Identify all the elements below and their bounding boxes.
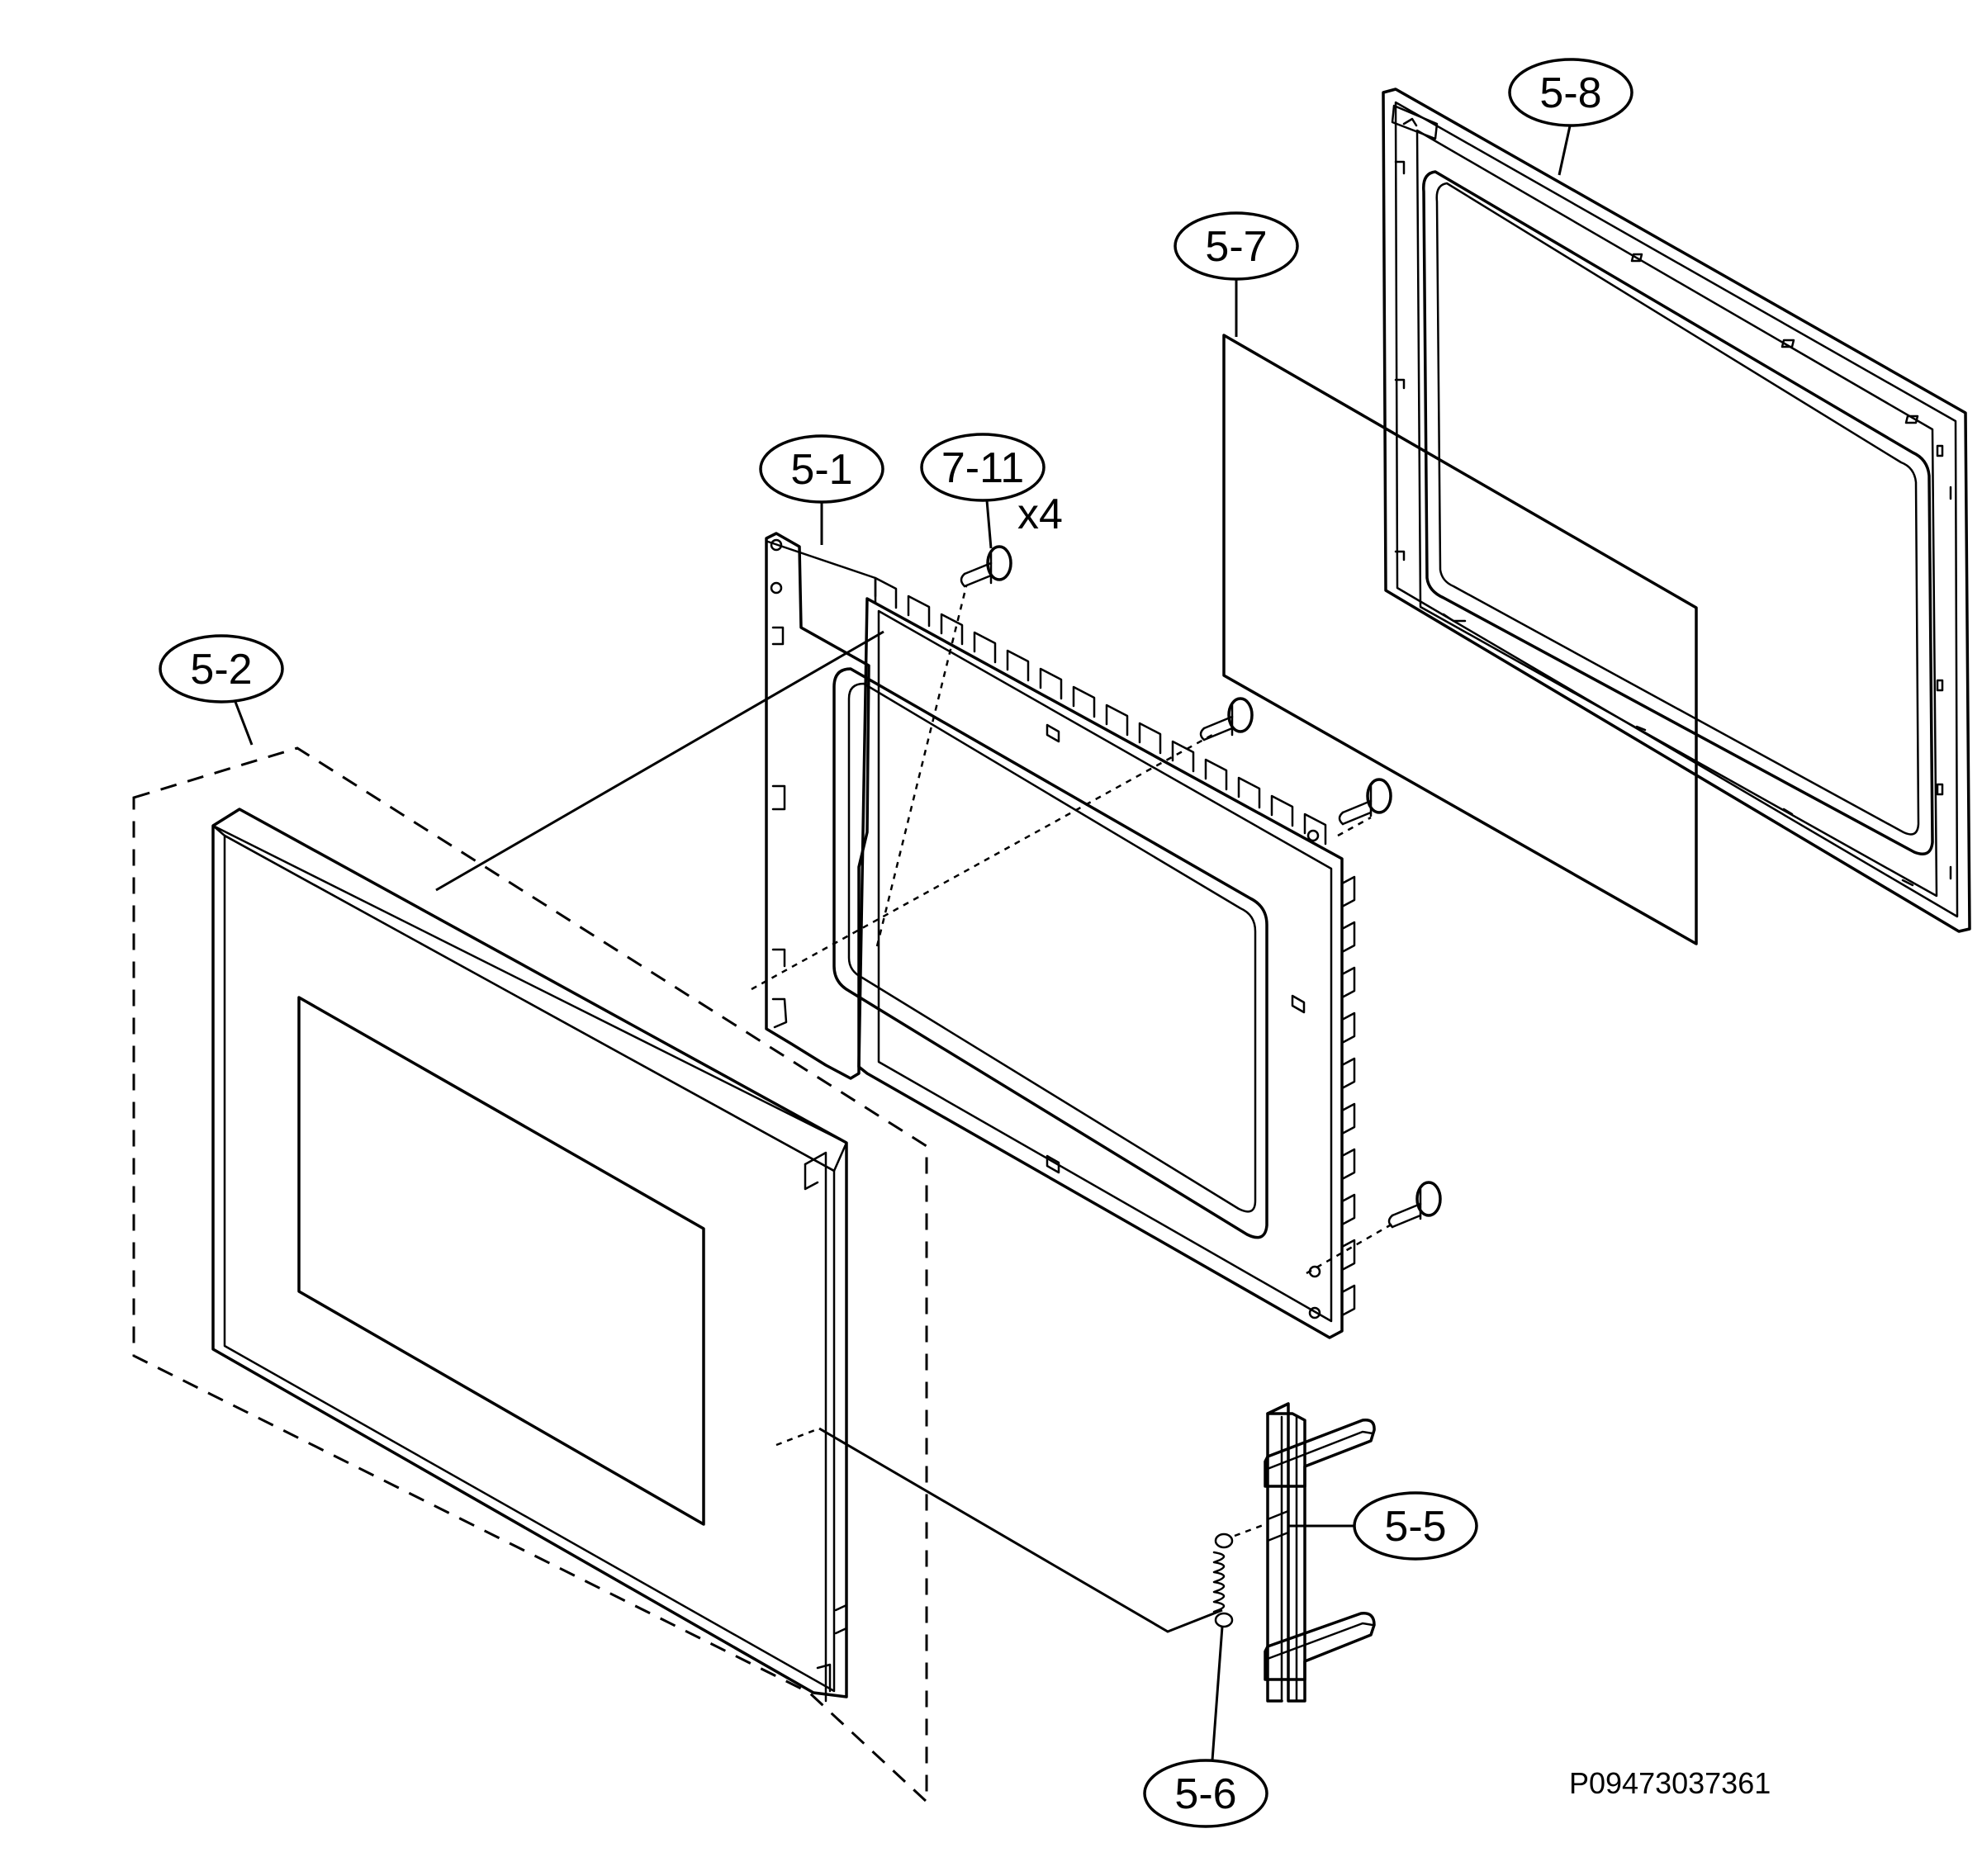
drawing-code: P09473037361 — [1569, 1766, 1771, 1800]
screw-711-a — [960, 545, 1012, 588]
screw-711-b — [1199, 697, 1254, 741]
callout-7-11-label: 7-11 — [941, 444, 1024, 492]
callout-5-5: 5-5 — [1288, 1491, 1478, 1561]
assembly-lines — [435, 585, 1396, 1633]
callout-5-1-label: 5-1 — [790, 446, 852, 494]
latch-spring — [1212, 1522, 1268, 1628]
glass-plate — [1222, 334, 1698, 945]
door-rear-frame — [1382, 88, 1971, 933]
callout-5-1: 5-1 — [759, 434, 884, 545]
callout-7-11-quantity: x4 — [1017, 490, 1063, 538]
door-outer-panel — [132, 746, 928, 1805]
callout-5-5-label: 5-5 — [1384, 1503, 1446, 1551]
screw-711-c — [1338, 778, 1392, 826]
callout-5-8: 5-8 — [1508, 58, 1633, 176]
latch-head — [1264, 1402, 1376, 1703]
screw-711-d — [1387, 1181, 1442, 1229]
callout-5-6: 5-6 — [1143, 1626, 1268, 1828]
callout-5-7: 5-7 — [1174, 211, 1299, 337]
callout-5-6-label: 5-6 — [1174, 1770, 1236, 1818]
callout-5-7-label: 5-7 — [1205, 223, 1267, 271]
callout-5-2: 5-2 — [159, 634, 284, 746]
door-inner-frame — [765, 532, 1356, 1339]
callout-5-8-label: 5-8 — [1539, 69, 1601, 117]
callout-7-11: 7-11 x4 — [920, 433, 1063, 549]
callout-5-2-label: 5-2 — [190, 646, 252, 694]
